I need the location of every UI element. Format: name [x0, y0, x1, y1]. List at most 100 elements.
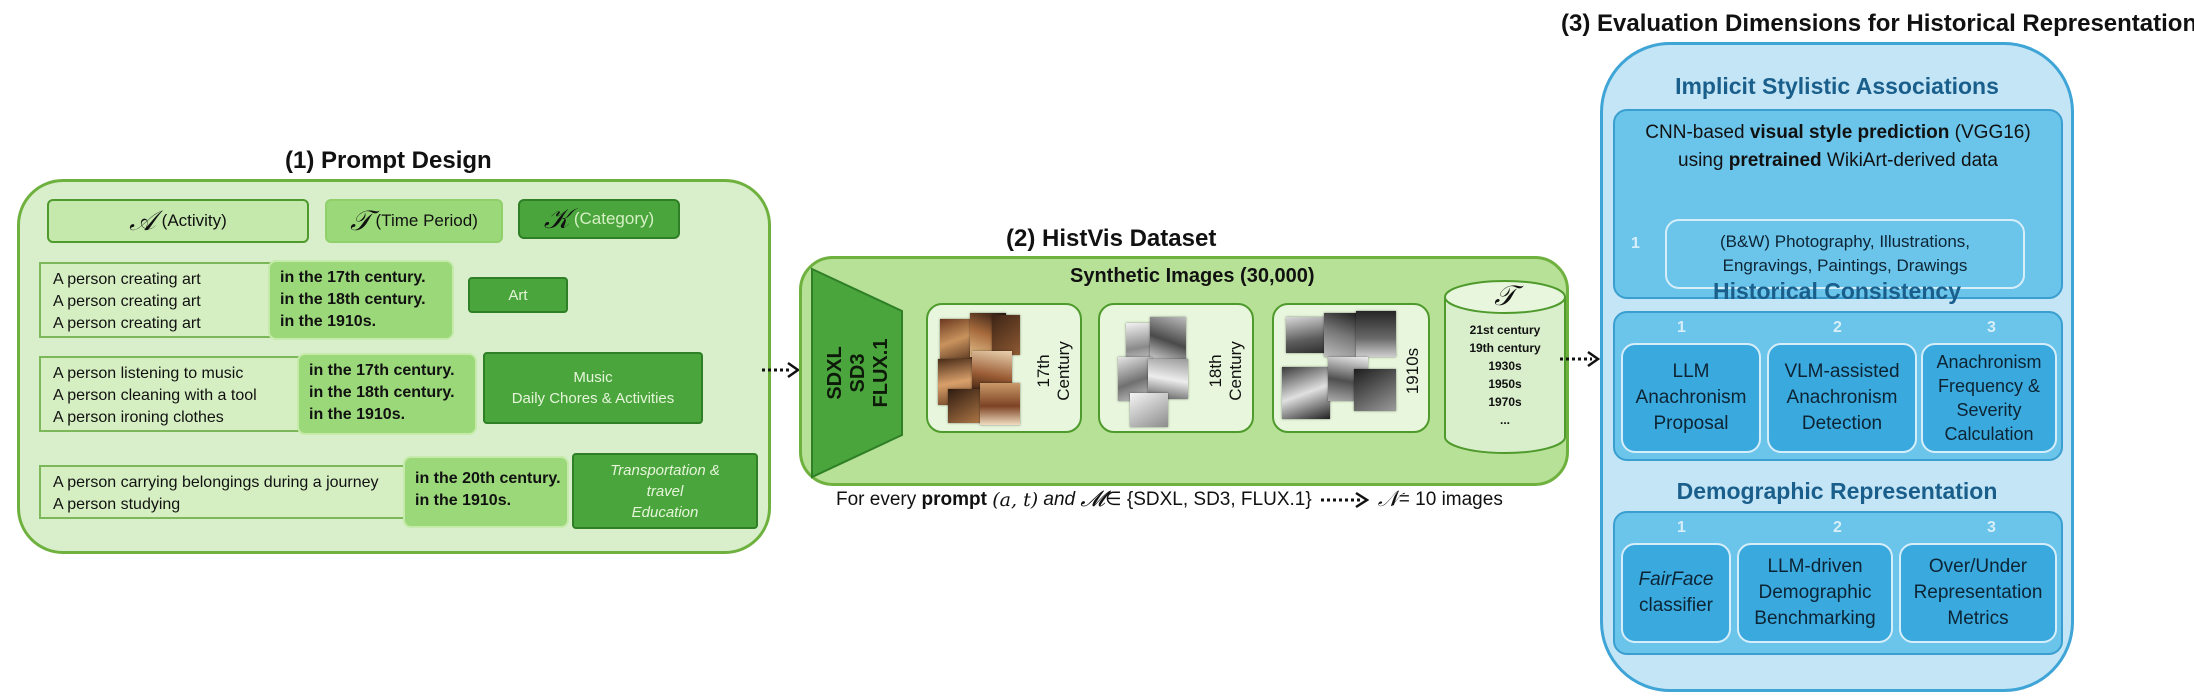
dim-line: Calculation	[1944, 424, 2034, 444]
desc-bold: visual style prediction	[1749, 122, 1950, 143]
time-period-header: 𝒯 (Time Period)	[325, 199, 503, 243]
item-number: 3	[1987, 519, 1996, 536]
representation-metrics: Over/Under Representation Metrics	[1899, 543, 2057, 643]
fairface-classifier: FairFace classifier	[1621, 543, 1731, 643]
time-line: in the 1910s.	[280, 313, 377, 330]
time-line: in the 20th century.	[415, 470, 561, 487]
desc-text: WikiArt-derived data	[1821, 150, 1998, 171]
db-item: 1930s	[1488, 359, 1522, 373]
caption-prefix: For every	[836, 488, 917, 510]
desc-text: (VGG16)	[1949, 122, 2031, 143]
group2-times: in the 17th century. in the 18th century…	[297, 353, 477, 435]
group1-category: Art	[468, 277, 568, 313]
group2-category: Music Daily Chores & Activities	[483, 352, 703, 424]
section-title: Historical Consistency	[1713, 278, 1961, 304]
card-label: Century	[1054, 341, 1073, 401]
category-symbol: 𝒦	[543, 202, 570, 235]
dim-line: Anachronism	[1786, 387, 1898, 408]
db-symbol: 𝒯	[1494, 279, 1516, 312]
db-item: 19th century	[1469, 341, 1541, 355]
group2-activities: A person listening to music A person cle…	[39, 356, 309, 432]
vlm-anachronism-detection: VLM-assisted Anachronism Detection	[1767, 343, 1917, 453]
dotted-arrow-icon	[1560, 350, 1601, 368]
activity-line: A person listening to music	[53, 365, 244, 382]
dim-line: Benchmarking	[1754, 608, 1876, 629]
caption-model-var: 𝓜	[1080, 487, 1106, 512]
dim-line: Metrics	[1947, 608, 2009, 629]
dim-line: Demographic	[1758, 582, 1872, 603]
model-sd3: SD3	[846, 353, 869, 393]
activity-line: A person creating art	[53, 293, 201, 310]
category-art: Art	[508, 286, 528, 304]
desc-text: using	[1678, 150, 1729, 171]
db-item: 21st century	[1469, 323, 1541, 337]
activity-line: A person cleaning with a tool	[53, 387, 257, 404]
category-label: (Category)	[573, 209, 655, 228]
activity-label: (Activity)	[161, 211, 227, 230]
panel2-title: (2) HistVis Dataset	[1006, 225, 1217, 252]
historical-consistency-box: 1 2 3 LLM Anachronism Proposal VLM-assis…	[1613, 311, 2063, 461]
category-transportation: Transportation &	[610, 461, 720, 479]
db-item: 1970s	[1488, 395, 1522, 409]
dim-line: LLM-driven	[1767, 556, 1863, 577]
group3-category: Transportation & travel Education	[572, 453, 758, 529]
dataset-caption: For every prompt (𝑎, 𝑡) and 𝓜 ∈ {SDXL, S…	[836, 487, 1503, 512]
panel3-title: (3) Evaluation Dimensions for Historical…	[1561, 10, 2194, 37]
group3-times: in the 20th century. in the 1910s.	[403, 456, 569, 528]
card-label: 17th	[1034, 354, 1053, 388]
dim-line: classifier	[1639, 595, 1713, 616]
section-title: Demographic Representation	[1676, 478, 1998, 504]
model-sdxl: SDXL	[823, 346, 846, 400]
anachronism-severity-calculation: Anachronism Frequency & Severity Calcula…	[1921, 343, 2057, 453]
image-card-18th-century: 18th Century	[1098, 303, 1254, 433]
activity-line: A person carrying belongings during a jo…	[53, 474, 379, 491]
time-line: in the 1910s.	[415, 492, 512, 509]
dim-line: FairFace	[1638, 569, 1714, 590]
llm-anachronism-proposal: LLM Anachronism Proposal	[1621, 343, 1761, 453]
item-number: 1	[1677, 519, 1686, 536]
group1-times: in the 17th century. in the 18th century…	[268, 260, 454, 340]
category-travel: travel	[646, 482, 684, 500]
desc-text: CNN-based	[1645, 122, 1750, 143]
dim-line: Severity	[1956, 400, 2022, 420]
card-label: Century	[1226, 341, 1245, 401]
dim-line: Over/Under	[1928, 556, 2028, 577]
db-item: 1950s	[1488, 377, 1522, 391]
dim-line: Proposal	[1653, 413, 1729, 434]
card-label: 1910s	[1403, 347, 1422, 395]
db-items: 21st century 19th century 1930s 1950s 19…	[1442, 321, 1568, 429]
time-symbol: 𝒯	[350, 204, 372, 237]
caption-and: and	[1043, 488, 1076, 510]
dim-line: Frequency &	[1937, 376, 2041, 396]
time-line: in the 17th century.	[280, 269, 426, 286]
category-header: 𝒦 (Category)	[518, 199, 680, 239]
group3-activities: A person carrying belongings during a jo…	[39, 465, 409, 519]
models-label: SDXL SD3 FLUX.1	[818, 338, 898, 408]
time-line: in the 17th century.	[309, 362, 455, 379]
time-line: in the 1910s.	[309, 406, 406, 423]
section-title: Implicit Stylistic Associations	[1675, 73, 1999, 99]
db-item: ...	[1499, 413, 1510, 427]
stylistic-description: CNN-based visual style prediction (VGG16…	[1615, 119, 2061, 175]
item-number: 1	[1631, 235, 1640, 252]
group1-activities: A person creating art A person creating …	[39, 262, 279, 338]
activity-line: A person studying	[53, 496, 181, 513]
model-flux: FLUX.1	[869, 338, 892, 408]
dim-line: Detection	[1801, 413, 1883, 434]
activity-line: A person creating art	[53, 315, 201, 332]
dim-line: Representation	[1913, 582, 2043, 603]
dotted-arrow-icon	[1320, 491, 1370, 508]
caption-vars: (𝑎, 𝑡)	[992, 488, 1039, 511]
time-line: in the 18th century.	[280, 291, 426, 308]
caption-n-symbol: 𝒩	[1377, 487, 1399, 512]
item-number: 2	[1833, 319, 1842, 336]
dim-line: LLM	[1672, 361, 1710, 382]
prompt-design-panel: 𝒜 (Activity) 𝒯 (Time Period) 𝒦 (Category…	[17, 179, 771, 554]
caption-bold: prompt	[921, 488, 987, 510]
caption-in: ∈	[1105, 489, 1122, 510]
item-number: 2	[1833, 519, 1842, 536]
caption-models: {SDXL, SD3, FLUX.1}	[1126, 488, 1312, 510]
llm-demographic-benchmarking: LLM-driven Demographic Benchmarking	[1737, 543, 1893, 643]
panel1-title: (1) Prompt Design	[285, 147, 492, 174]
database-cylinder-icon	[1444, 280, 1566, 454]
